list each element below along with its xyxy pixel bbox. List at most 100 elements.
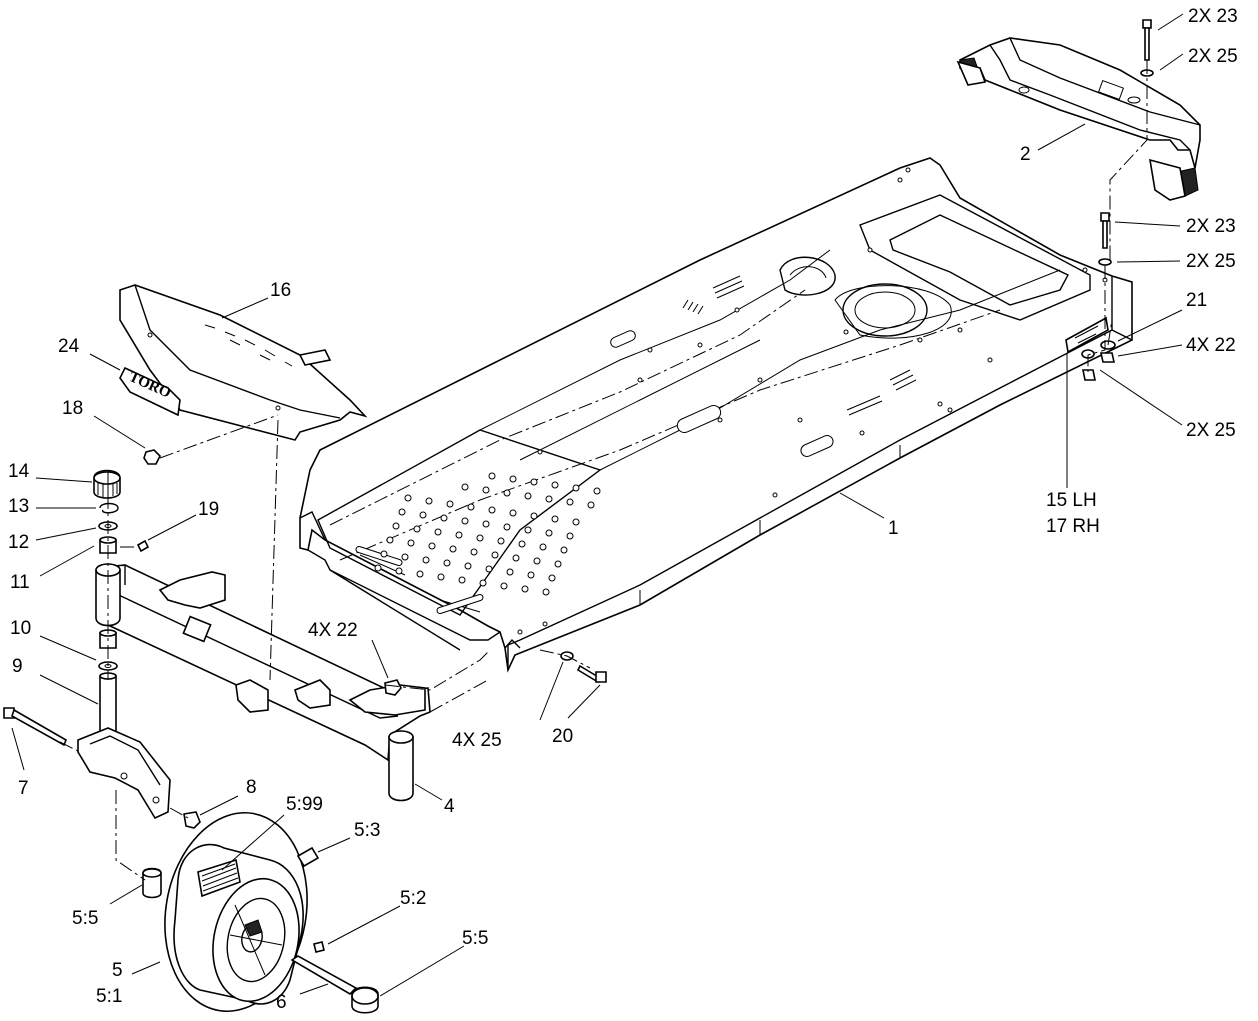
perforation-hole	[500, 582, 508, 590]
main-frame	[299, 157, 1133, 673]
callout-label: 5:5	[462, 928, 488, 949]
callout-label: 2	[1020, 144, 1031, 165]
perforation-hole	[545, 495, 553, 503]
callout-label: 5:5	[72, 908, 98, 929]
perforation-hole	[404, 494, 412, 502]
callout-label: 5:99	[286, 794, 323, 815]
perforation-hole	[485, 565, 493, 573]
perforation-hole	[509, 475, 517, 483]
perforation-hole	[503, 489, 511, 497]
perforation-hole	[449, 545, 457, 553]
perforation-hole	[539, 543, 547, 551]
callout-label: 4	[444, 796, 455, 817]
perforation-hole	[572, 518, 580, 526]
perforation-hole	[524, 526, 532, 534]
perforation-hole	[419, 511, 427, 519]
perforation-hole	[551, 515, 559, 523]
callout-leaders	[11, 13, 1184, 997]
perforation-hole	[425, 497, 433, 505]
perforation-hole	[461, 483, 469, 491]
perforation-hole	[518, 540, 526, 548]
perforation-hole	[374, 564, 382, 572]
perforation-hole	[560, 546, 568, 554]
perforation-hole	[512, 554, 520, 562]
callout-label: 18	[62, 398, 83, 419]
perforation-hole	[548, 574, 556, 582]
perforation-hole	[455, 531, 463, 539]
center-lines	[59, 60, 1148, 881]
perforation-hole	[434, 528, 442, 536]
callout-label: 4X 25	[452, 730, 502, 751]
perforation-hole	[464, 562, 472, 570]
perforation-hole	[428, 542, 436, 550]
callout-label: 7	[18, 778, 29, 799]
perforation-hole	[461, 517, 469, 525]
perforation-hole	[533, 557, 541, 565]
perforation-hole	[413, 525, 421, 533]
perforation-hole	[467, 503, 475, 511]
callout-label: 16	[270, 280, 291, 301]
perforation-hole	[476, 534, 484, 542]
perforation-hole	[551, 481, 559, 489]
perforation-hole	[470, 548, 478, 556]
callout-label: 1	[888, 518, 899, 539]
callout-label: 2X 23	[1188, 6, 1238, 27]
perforation-hole	[422, 556, 430, 564]
callout-label: 17 RH	[1046, 516, 1100, 537]
perforation-hole	[488, 472, 496, 480]
callout-label: 2X 25	[1186, 251, 1236, 272]
callout-label: 13	[8, 496, 29, 517]
caster-fork	[3, 672, 201, 829]
callout-label: 8	[246, 777, 257, 798]
callout-label: 9	[12, 656, 23, 677]
callout-label: 19	[198, 499, 219, 520]
perforation-hole	[593, 487, 601, 495]
perforation-hole	[530, 512, 538, 520]
perforation-hole	[542, 588, 550, 596]
callout-label: 4X 22	[1186, 335, 1236, 356]
perforation-hole	[395, 567, 403, 575]
perforation-hole	[497, 537, 505, 545]
callout-label: 2X 23	[1186, 216, 1236, 237]
callout-label: 11	[10, 572, 30, 593]
perforation-hole	[392, 522, 400, 530]
wheel-assembly	[142, 811, 379, 1014]
callout-label: 15 LH	[1046, 490, 1097, 511]
perforation-hole	[509, 509, 517, 517]
callout-label: 10	[10, 618, 31, 639]
perforation-hole	[572, 484, 580, 492]
callout-label: 20	[552, 726, 573, 747]
perforation-hole	[566, 498, 574, 506]
callout-label: 2X 25	[1188, 46, 1238, 67]
perforation-hole	[554, 560, 562, 568]
perforation-hole	[416, 570, 424, 578]
perforation-hole	[479, 579, 487, 587]
rear-bracket	[956, 37, 1201, 201]
callout-labels: 2X 23 2X 25 2 2X 23 2X 25 21 4X 22 2X 25…	[8, 6, 1238, 1013]
footrest-perforations	[374, 472, 601, 596]
perforation-hole	[458, 576, 466, 584]
perforation-hole	[398, 508, 406, 516]
perforation-hole	[437, 573, 445, 581]
perforation-hole	[503, 523, 511, 531]
perforation-hole	[488, 506, 496, 514]
callout-label: 2X 25	[1186, 420, 1236, 441]
front-shield: TORO	[119, 284, 368, 441]
callout-label: 6	[276, 992, 287, 1013]
perforation-hole	[491, 551, 499, 559]
perforation-hole	[443, 559, 451, 567]
callout-label: 5:1	[96, 986, 122, 1007]
perforation-hole	[530, 478, 538, 486]
frame-vents	[682, 275, 917, 416]
callout-label: 21	[1186, 290, 1207, 311]
perforation-hole	[521, 585, 529, 593]
callout-label: 14	[8, 461, 30, 482]
logo-decal	[119, 366, 181, 417]
perforation-hole	[386, 536, 394, 544]
callout-label: 5	[112, 960, 123, 981]
perforation-hole	[545, 529, 553, 537]
callout-label: 4X 22	[308, 620, 358, 641]
perforation-hole	[401, 553, 409, 561]
perforation-hole	[407, 539, 415, 547]
